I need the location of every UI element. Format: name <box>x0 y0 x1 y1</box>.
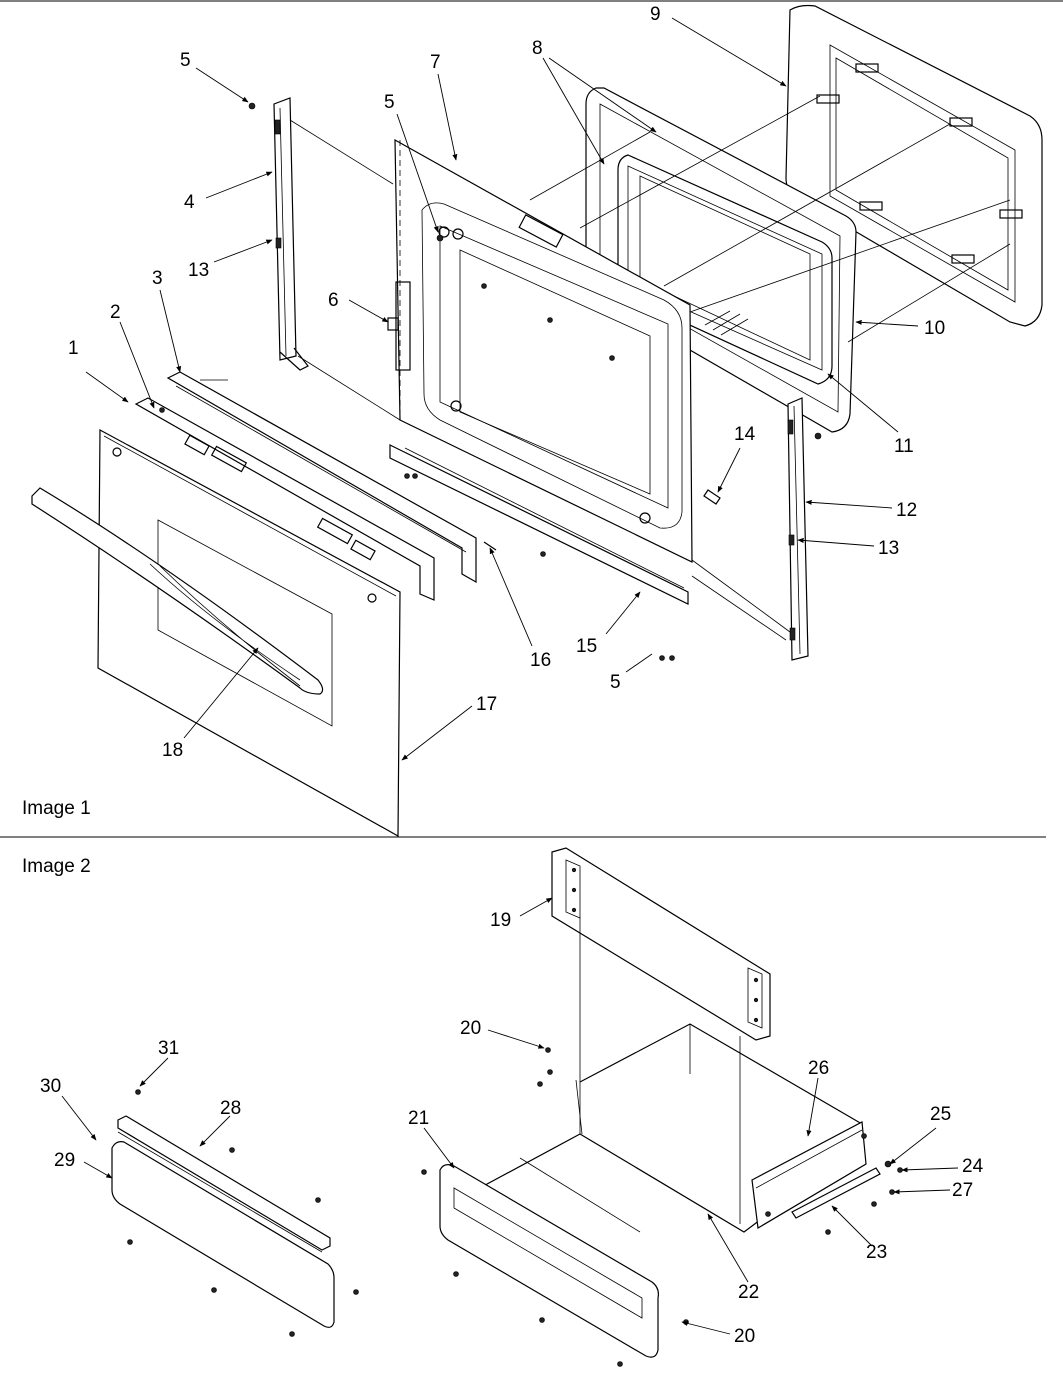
part-26-drawer-side <box>751 1121 867 1229</box>
callout-25: 25 <box>930 1104 951 1125</box>
part-19-drawer-back-panel <box>551 847 771 1041</box>
callout-10: 10 <box>924 318 945 339</box>
callout-18: 18 <box>162 740 183 761</box>
part-21-drawer-front <box>439 1164 659 1358</box>
callout-13-right: 13 <box>878 538 899 559</box>
callout-13-left: 13 <box>188 260 209 281</box>
callout-17: 17 <box>476 694 497 715</box>
callout-31: 31 <box>158 1038 179 1059</box>
callout-21: 21 <box>408 1108 429 1129</box>
callout-15: 15 <box>576 636 597 657</box>
callout-26: 26 <box>808 1058 829 1079</box>
callout-3: 3 <box>152 268 163 289</box>
leaders-image1 <box>85 17 919 761</box>
part-14-hinge-screw <box>703 489 721 505</box>
callout-23: 23 <box>866 1242 887 1263</box>
image1-door-assembly <box>31 4 1043 838</box>
callout-4: 4 <box>184 192 195 213</box>
callout-30: 30 <box>40 1076 61 1097</box>
callout-16: 16 <box>530 650 551 671</box>
part-11-window-glass <box>617 154 833 385</box>
callout-8: 8 <box>532 38 543 59</box>
callout-11: 11 <box>894 436 914 457</box>
part-4-left-side-rail <box>273 97 309 371</box>
callout-27: 27 <box>952 1180 973 1201</box>
callout-20-lower: 20 <box>734 1326 755 1347</box>
callout-20-upper: 20 <box>460 1018 481 1039</box>
callout-9: 9 <box>650 4 661 25</box>
part-15-door-bottom-channel <box>389 444 689 605</box>
leaders-image2 <box>61 897 959 1335</box>
callout-12: 12 <box>896 500 917 521</box>
callout-6: 6 <box>328 290 339 311</box>
part-12-right-side-rail <box>787 397 809 661</box>
image2-caption: Image 2 <box>22 856 91 877</box>
callout-28: 28 <box>220 1098 241 1119</box>
screws-image2 <box>127 1047 903 1367</box>
part-29-drawer-front-panel <box>111 1141 335 1328</box>
callout-labels: 1 2 3 4 5 5 5 6 7 8 9 10 11 12 13 13 14 … <box>40 4 984 1347</box>
callout-5-top: 5 <box>180 50 191 71</box>
callout-24: 24 <box>962 1156 984 1177</box>
part-28-trim-strip <box>117 1115 331 1253</box>
image1-caption: Image 1 <box>22 798 91 819</box>
part-7-inner-door-panel <box>394 138 693 563</box>
callout-7: 7 <box>430 52 441 73</box>
part-2-vent-bracket <box>134 397 435 601</box>
callout-1: 1 <box>68 338 79 359</box>
part-18-door-handle <box>31 487 324 695</box>
callout-22: 22 <box>738 1282 759 1303</box>
callout-14: 14 <box>734 424 756 445</box>
callout-2: 2 <box>110 302 121 323</box>
part-23-drawer-slide <box>791 1167 881 1219</box>
image2-drawer-assembly <box>61 847 959 1367</box>
callout-19: 19 <box>490 910 511 931</box>
callout-5-bottom: 5 <box>610 672 621 693</box>
assembly-lines-image1 <box>200 95 1011 641</box>
callout-5-panel: 5 <box>384 92 395 113</box>
part-6-clip <box>387 317 399 331</box>
callout-29: 29 <box>54 1150 75 1171</box>
screws-image1 <box>159 102 822 661</box>
part-9-door-liner <box>785 4 1043 327</box>
